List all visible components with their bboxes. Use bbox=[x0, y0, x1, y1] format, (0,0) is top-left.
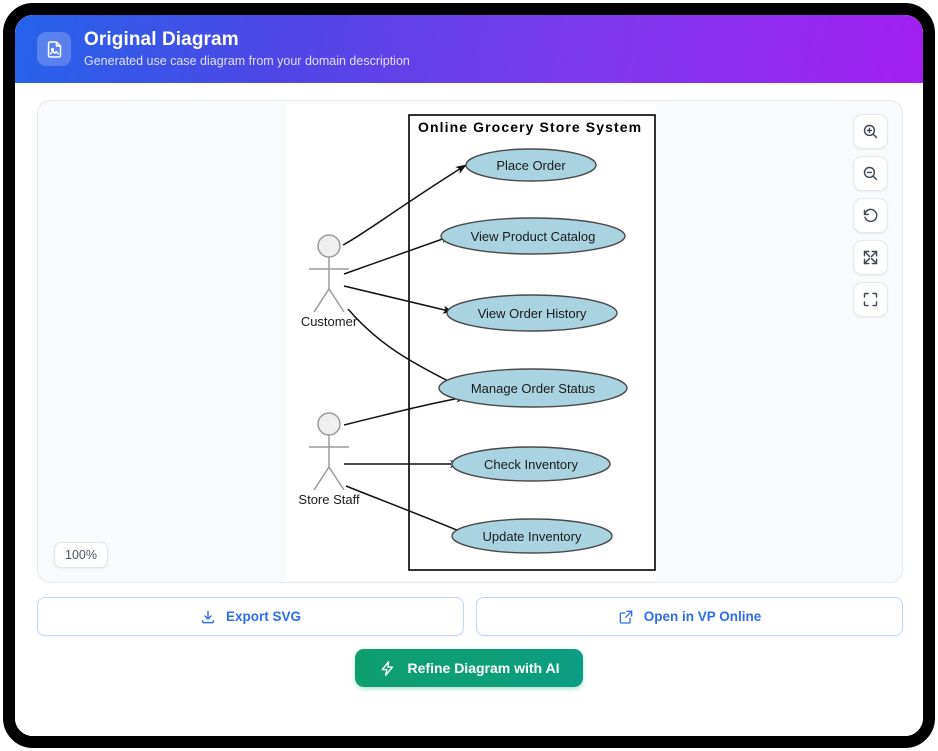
actor-store-staff-label: Store Staff bbox=[298, 492, 360, 507]
use-case-place-order[interactable]: Place Order bbox=[465, 148, 597, 182]
system-boundary bbox=[408, 114, 656, 571]
association-customer-view-product-catalog bbox=[343, 235, 452, 275]
use-case-manage-order-status-label: Manage Order Status bbox=[471, 381, 596, 396]
diagram-canvas[interactable]: Online Grocery Store System bbox=[37, 100, 903, 583]
use-case-update-inventory-label: Update Inventory bbox=[482, 529, 582, 544]
use-case-view-order-history-label: View Order History bbox=[478, 306, 587, 321]
use-case-diagram: Online Grocery Store System bbox=[298, 114, 656, 571]
maximize-arrows-icon bbox=[863, 250, 878, 265]
refine-diagram-with-ai-button[interactable]: Refine Diagram with AI bbox=[354, 649, 584, 687]
use-case-check-inventory-label: Check Inventory bbox=[484, 457, 578, 472]
refine-button-label: Refine Diagram with AI bbox=[407, 660, 560, 676]
zoom-in-icon bbox=[863, 124, 878, 139]
download-icon bbox=[201, 610, 214, 623]
actor-customer-label: Customer bbox=[301, 314, 358, 329]
diagram-sheet: Online Grocery Store System bbox=[286, 104, 656, 581]
action-buttons-row: Export SVG Open in VP Online bbox=[37, 597, 903, 636]
use-case-view-product-catalog-label: View Product Catalog bbox=[471, 229, 596, 244]
zoom-out-button[interactable] bbox=[853, 156, 888, 191]
zoom-level-badge: 100% bbox=[54, 542, 108, 568]
zoom-out-icon bbox=[863, 166, 878, 181]
association-customer-view-order-history bbox=[343, 285, 454, 314]
association-lines bbox=[342, 164, 472, 537]
page-title: Original Diagram bbox=[84, 29, 239, 50]
export-svg-button[interactable]: Export SVG bbox=[37, 597, 464, 636]
association-customer-place-order bbox=[342, 164, 467, 246]
use-case-view-product-catalog[interactable]: View Product Catalog bbox=[440, 217, 626, 255]
expand-button[interactable] bbox=[853, 240, 888, 275]
refine-button-row: Refine Diagram with AI bbox=[15, 649, 923, 687]
rotate-ccw-icon bbox=[863, 208, 878, 223]
use-case-view-order-history[interactable]: View Order History bbox=[446, 294, 618, 332]
app-window: Original Diagram Generated use case diag… bbox=[15, 15, 923, 736]
canvas-toolbar bbox=[853, 114, 888, 317]
header-text: Original Diagram Generated use case diag… bbox=[84, 28, 410, 70]
open-vp-online-label: Open in VP Online bbox=[643, 609, 762, 624]
device-frame: Original Diagram Generated use case diag… bbox=[3, 3, 935, 748]
zoom-in-button[interactable] bbox=[853, 114, 888, 149]
use-case-update-inventory[interactable]: Update Inventory bbox=[451, 518, 613, 554]
open-vp-online-button[interactable]: Open in VP Online bbox=[476, 597, 903, 636]
file-image-icon bbox=[37, 32, 71, 66]
use-case-place-order-label: Place Order bbox=[496, 158, 566, 173]
page-subtitle: Generated use case diagram from your dom… bbox=[84, 54, 410, 68]
actor-store-staff[interactable]: Store Staff bbox=[298, 412, 360, 507]
panel-header: Original Diagram Generated use case diag… bbox=[15, 15, 923, 83]
use-case-manage-order-status[interactable]: Manage Order Status bbox=[438, 368, 628, 408]
frame-corners-icon bbox=[863, 292, 878, 307]
fit-screen-button[interactable] bbox=[853, 282, 888, 317]
actor-customer[interactable]: Customer bbox=[301, 234, 358, 329]
external-link-icon bbox=[619, 610, 633, 624]
association-staff-manage-order-status bbox=[343, 394, 467, 426]
association-customer-manage-order-status bbox=[347, 308, 459, 387]
reset-view-button[interactable] bbox=[853, 198, 888, 233]
use-case-check-inventory[interactable]: Check Inventory bbox=[451, 446, 611, 482]
system-boundary-title: Online Grocery Store System bbox=[418, 119, 642, 135]
export-svg-label: Export SVG bbox=[225, 609, 301, 624]
zap-icon bbox=[380, 660, 393, 676]
panel-body: Online Grocery Store System bbox=[15, 83, 923, 736]
